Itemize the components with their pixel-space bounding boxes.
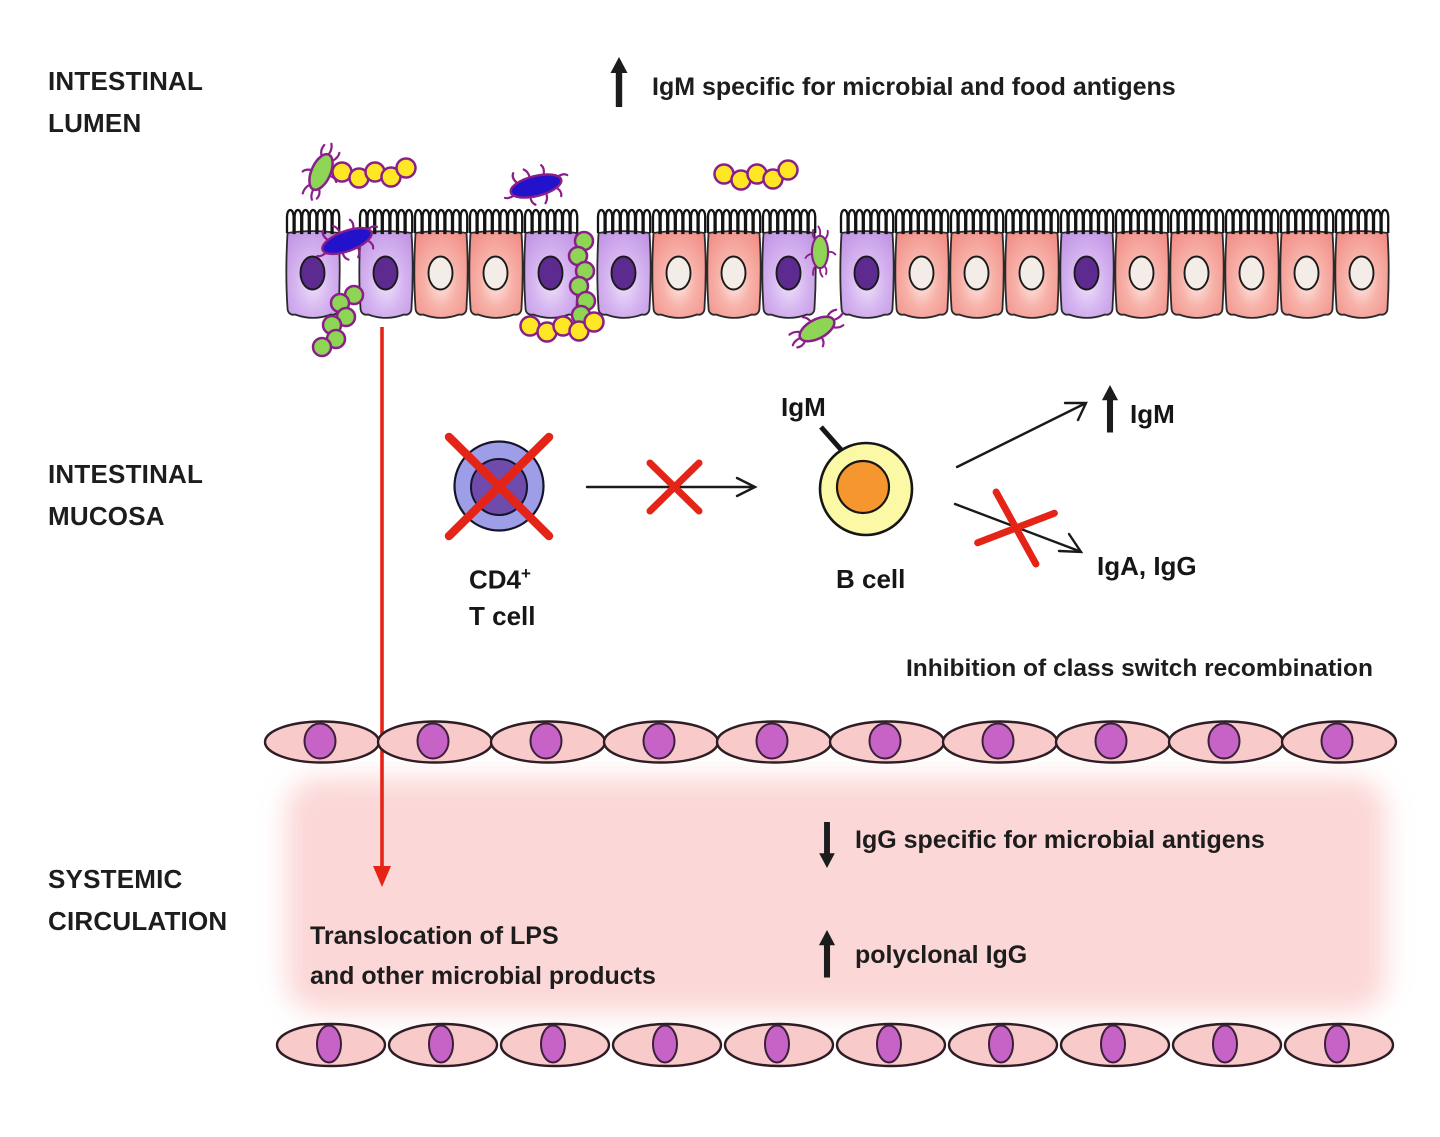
blood-vessel-band bbox=[286, 778, 1386, 1012]
endothelium-top-row bbox=[263, 720, 1398, 764]
endothelial-cell bbox=[715, 720, 833, 764]
annotation-translocation: Translocation of LPS and other microbial… bbox=[310, 922, 656, 990]
igm-receptor bbox=[819, 425, 846, 455]
t-cell bbox=[444, 432, 554, 541]
epithelial-cell bbox=[1334, 208, 1390, 320]
region-label-systemic-circulation: SYSTEMIC CIRCULATION bbox=[48, 864, 228, 936]
endothelial-cell bbox=[1283, 1022, 1395, 1068]
region-label-intestinal-lumen: INTESTINAL LUMEN bbox=[48, 66, 204, 138]
igm-output-label: IgM bbox=[1130, 399, 1175, 429]
epithelial-cell bbox=[839, 208, 895, 320]
igm-secretion-arrow bbox=[955, 401, 1088, 469]
epithelial-cell bbox=[1114, 208, 1170, 320]
epithelial-cell bbox=[949, 208, 1005, 320]
red-cross-icon bbox=[974, 488, 1058, 568]
t-cell-label: CD4+ T cell bbox=[469, 556, 535, 634]
epithelial-cell bbox=[1004, 208, 1060, 320]
epithelial-cell bbox=[413, 208, 469, 320]
igm-receptor-label: IgM bbox=[781, 392, 826, 422]
epithelial-cell bbox=[1169, 208, 1225, 320]
up-arrow-icon bbox=[610, 57, 628, 107]
b-cell-label: B cell bbox=[836, 564, 906, 594]
annotation-igg-specific: IgG specific for microbial antigens bbox=[855, 826, 1265, 854]
blue-bacterium-icon bbox=[498, 158, 574, 214]
endothelial-cell bbox=[1171, 1022, 1283, 1068]
endothelial-cell bbox=[1059, 1022, 1171, 1068]
endothelial-cell bbox=[941, 720, 1059, 764]
epithelial-cell bbox=[761, 208, 817, 320]
up-arrow-icon bbox=[818, 930, 836, 978]
endothelial-cell bbox=[387, 1022, 499, 1068]
endothelial-cell bbox=[376, 720, 494, 764]
endothelial-cell bbox=[1280, 720, 1398, 764]
epithelial-cell bbox=[651, 208, 707, 320]
epithelial-cell bbox=[706, 208, 762, 320]
region-label-intestinal-mucosa: INTESTINAL MUCOSA bbox=[48, 459, 204, 531]
epithelial-cell bbox=[1059, 208, 1115, 320]
red-translocation-arrow-icon bbox=[373, 327, 391, 887]
red-cross-icon bbox=[444, 432, 554, 541]
down-arrow-icon bbox=[819, 822, 835, 868]
endothelial-cell bbox=[263, 720, 381, 764]
endothelial-cell bbox=[835, 1022, 947, 1068]
endothelium-bottom-row bbox=[275, 1022, 1395, 1068]
red-cross-icon bbox=[646, 459, 703, 515]
endothelial-cell bbox=[947, 1022, 1059, 1068]
annotation-igm-lumen: IgM specific for microbial and food anti… bbox=[652, 73, 1176, 101]
epithelial-cell bbox=[1224, 208, 1280, 320]
blocked-class-switch-arrow bbox=[953, 488, 1084, 568]
endothelial-cell bbox=[499, 1022, 611, 1068]
t-cell-name: CD4 bbox=[469, 564, 522, 595]
endothelial-cell bbox=[828, 720, 946, 764]
endothelial-cell bbox=[611, 1022, 723, 1068]
epithelial-cell bbox=[1279, 208, 1335, 320]
endothelial-cell bbox=[489, 720, 607, 764]
t-cell-type: T cell bbox=[469, 600, 536, 631]
epithelial-cell bbox=[894, 208, 950, 320]
b-cell bbox=[818, 425, 914, 537]
endothelial-cell bbox=[275, 1022, 387, 1068]
t-cell-sup: + bbox=[521, 564, 531, 583]
endothelial-cell bbox=[1167, 720, 1285, 764]
epithelial-cell bbox=[358, 208, 414, 320]
annotation-polyclonal-igg: polyclonal IgG bbox=[855, 941, 1028, 969]
epithelial-cell bbox=[468, 208, 524, 320]
blocked-activation-arrow bbox=[585, 459, 758, 515]
endothelial-cell bbox=[602, 720, 720, 764]
endothelial-cell bbox=[1054, 720, 1172, 764]
iga-igg-output-label: IgA, IgG bbox=[1097, 551, 1197, 581]
yellow-cocci-chain-icon bbox=[519, 311, 605, 343]
endothelial-cell bbox=[723, 1022, 835, 1068]
annotation-inhibition: Inhibition of class switch recombination bbox=[906, 655, 1373, 682]
epithelium-row bbox=[285, 208, 1390, 320]
epithelial-cell bbox=[523, 208, 579, 320]
yellow-cocci-chain-icon bbox=[331, 157, 417, 189]
epithelial-cell bbox=[596, 208, 652, 320]
yellow-cocci-chain-icon bbox=[713, 159, 799, 191]
up-arrow-icon bbox=[1101, 385, 1119, 433]
